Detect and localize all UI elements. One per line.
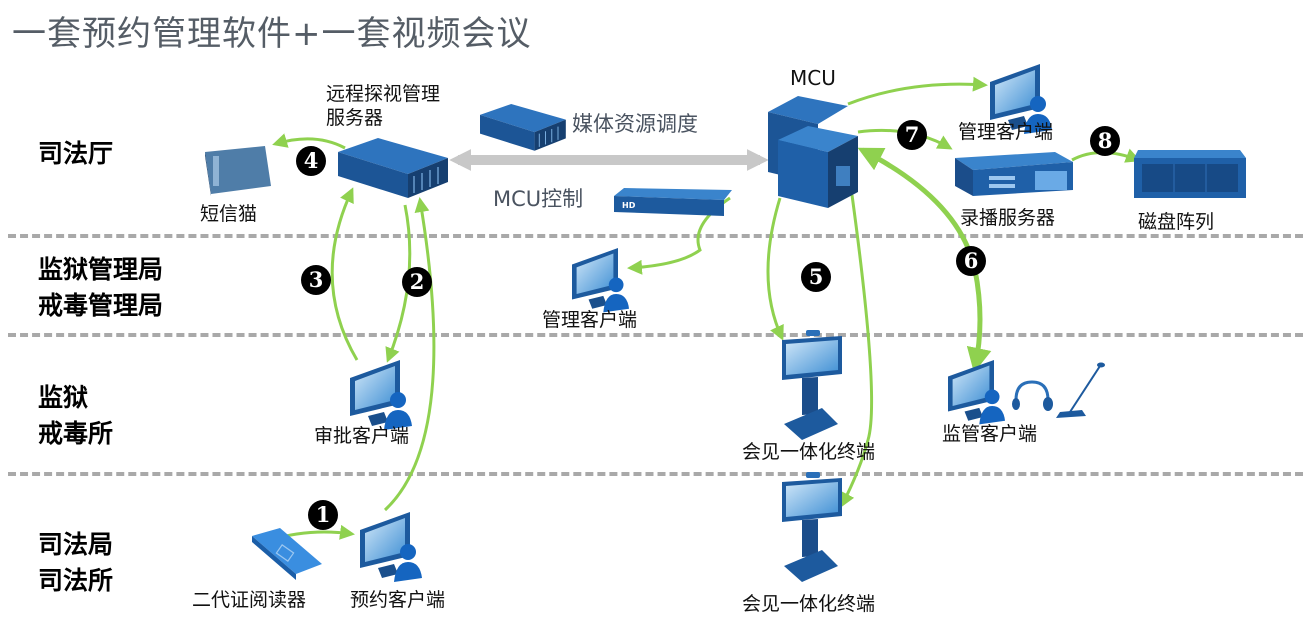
sms-modem-label: 短信猫 <box>200 203 258 225</box>
flow-arrow-3 <box>330 187 359 361</box>
hd-box-icon: HD <box>614 188 732 216</box>
step-badge-2: 2 <box>402 267 432 297</box>
step-badge-7: 7 <box>897 120 927 150</box>
mcu-label: MCU <box>790 66 836 90</box>
tier-label-line: 司法所 <box>38 566 114 595</box>
label-line: 服务器 <box>326 107 384 129</box>
tier-label-text: 司法厅 <box>38 139 114 168</box>
video-terminal-icon <box>782 330 842 440</box>
tier-divider <box>8 472 1303 476</box>
tier-divider <box>8 234 1303 238</box>
diagram-title: 一套预约管理软件+一套视频会议 <box>12 14 532 54</box>
meeting-terminal-1-label: 会见一体化终端 <box>742 441 876 463</box>
client-headset-mic-icon <box>948 360 1105 425</box>
tier-label-sifating: 司法厅 <box>38 136 113 172</box>
flow-arrow-4 <box>272 133 346 150</box>
tier-label-line: 司法局 <box>38 530 114 559</box>
remote-server-icon <box>337 137 449 199</box>
client-workstation-icon <box>350 360 412 430</box>
step-badge-1: 1 <box>308 500 338 530</box>
disk-array-icon <box>1134 150 1246 198</box>
step-badge-8: 8 <box>1090 126 1120 156</box>
tier-divider <box>8 333 1303 337</box>
flow-arrow-mcu-mgmt-top <box>847 76 988 106</box>
client-workstation-icon <box>360 512 422 582</box>
step-badge-5: 5 <box>801 262 831 292</box>
tier-label-sifaju: 司法局司法所 <box>38 527 113 599</box>
flow-arrow-5-terminal <box>766 197 784 341</box>
id-reader-label: 二代证阅读器 <box>192 589 307 611</box>
mgmt-client-mid-label: 管理客户端 <box>542 309 638 331</box>
mcu-server-icon <box>768 96 858 208</box>
id-card-reader-icon <box>252 528 322 580</box>
tier-label-jianyu: 监狱戒毒所 <box>38 380 113 452</box>
client-workstation-icon <box>572 248 630 313</box>
label-line: 远程探视管理 <box>326 83 441 105</box>
recording-server-label: 录播服务器 <box>960 207 1056 229</box>
tier-label-jianyu-guanliju: 监狱管理局戒毒管理局 <box>38 252 163 324</box>
tier-label-line: 戒毒所 <box>38 419 114 448</box>
disk-array-label: 磁盘阵列 <box>1138 211 1215 233</box>
video-terminal-icon <box>782 472 842 582</box>
sms-modem-icon <box>205 146 271 196</box>
tier-label-line: 监狱管理局 <box>38 255 164 284</box>
approval-client-label: 审批客户端 <box>314 425 410 447</box>
remote-server-label: 远程探视管理服务器 <box>326 82 440 130</box>
step-badge-6: 6 <box>956 246 986 276</box>
hd-box-text: HD <box>622 201 636 210</box>
booking-client-label: 预约客户端 <box>350 589 446 611</box>
flow-arrow-2-up <box>383 197 436 512</box>
tier-label-line: 戒毒管理局 <box>38 291 164 320</box>
step-badge-3: 3 <box>301 265 331 295</box>
supervision-client-label: 监管客户端 <box>942 423 1038 445</box>
mgmt-client-top-label: 管理客户端 <box>958 121 1054 143</box>
recording-server-icon <box>955 152 1073 196</box>
media-scheduling-label: 媒体资源调度 <box>572 112 698 136</box>
meeting-terminal-2-label: 会见一体化终端 <box>742 593 876 615</box>
media-server-icon <box>479 103 567 152</box>
tier-label-line: 监狱 <box>38 383 89 412</box>
mcu-control-label: MCU控制 <box>493 187 584 211</box>
step-badge-4: 4 <box>296 146 326 176</box>
